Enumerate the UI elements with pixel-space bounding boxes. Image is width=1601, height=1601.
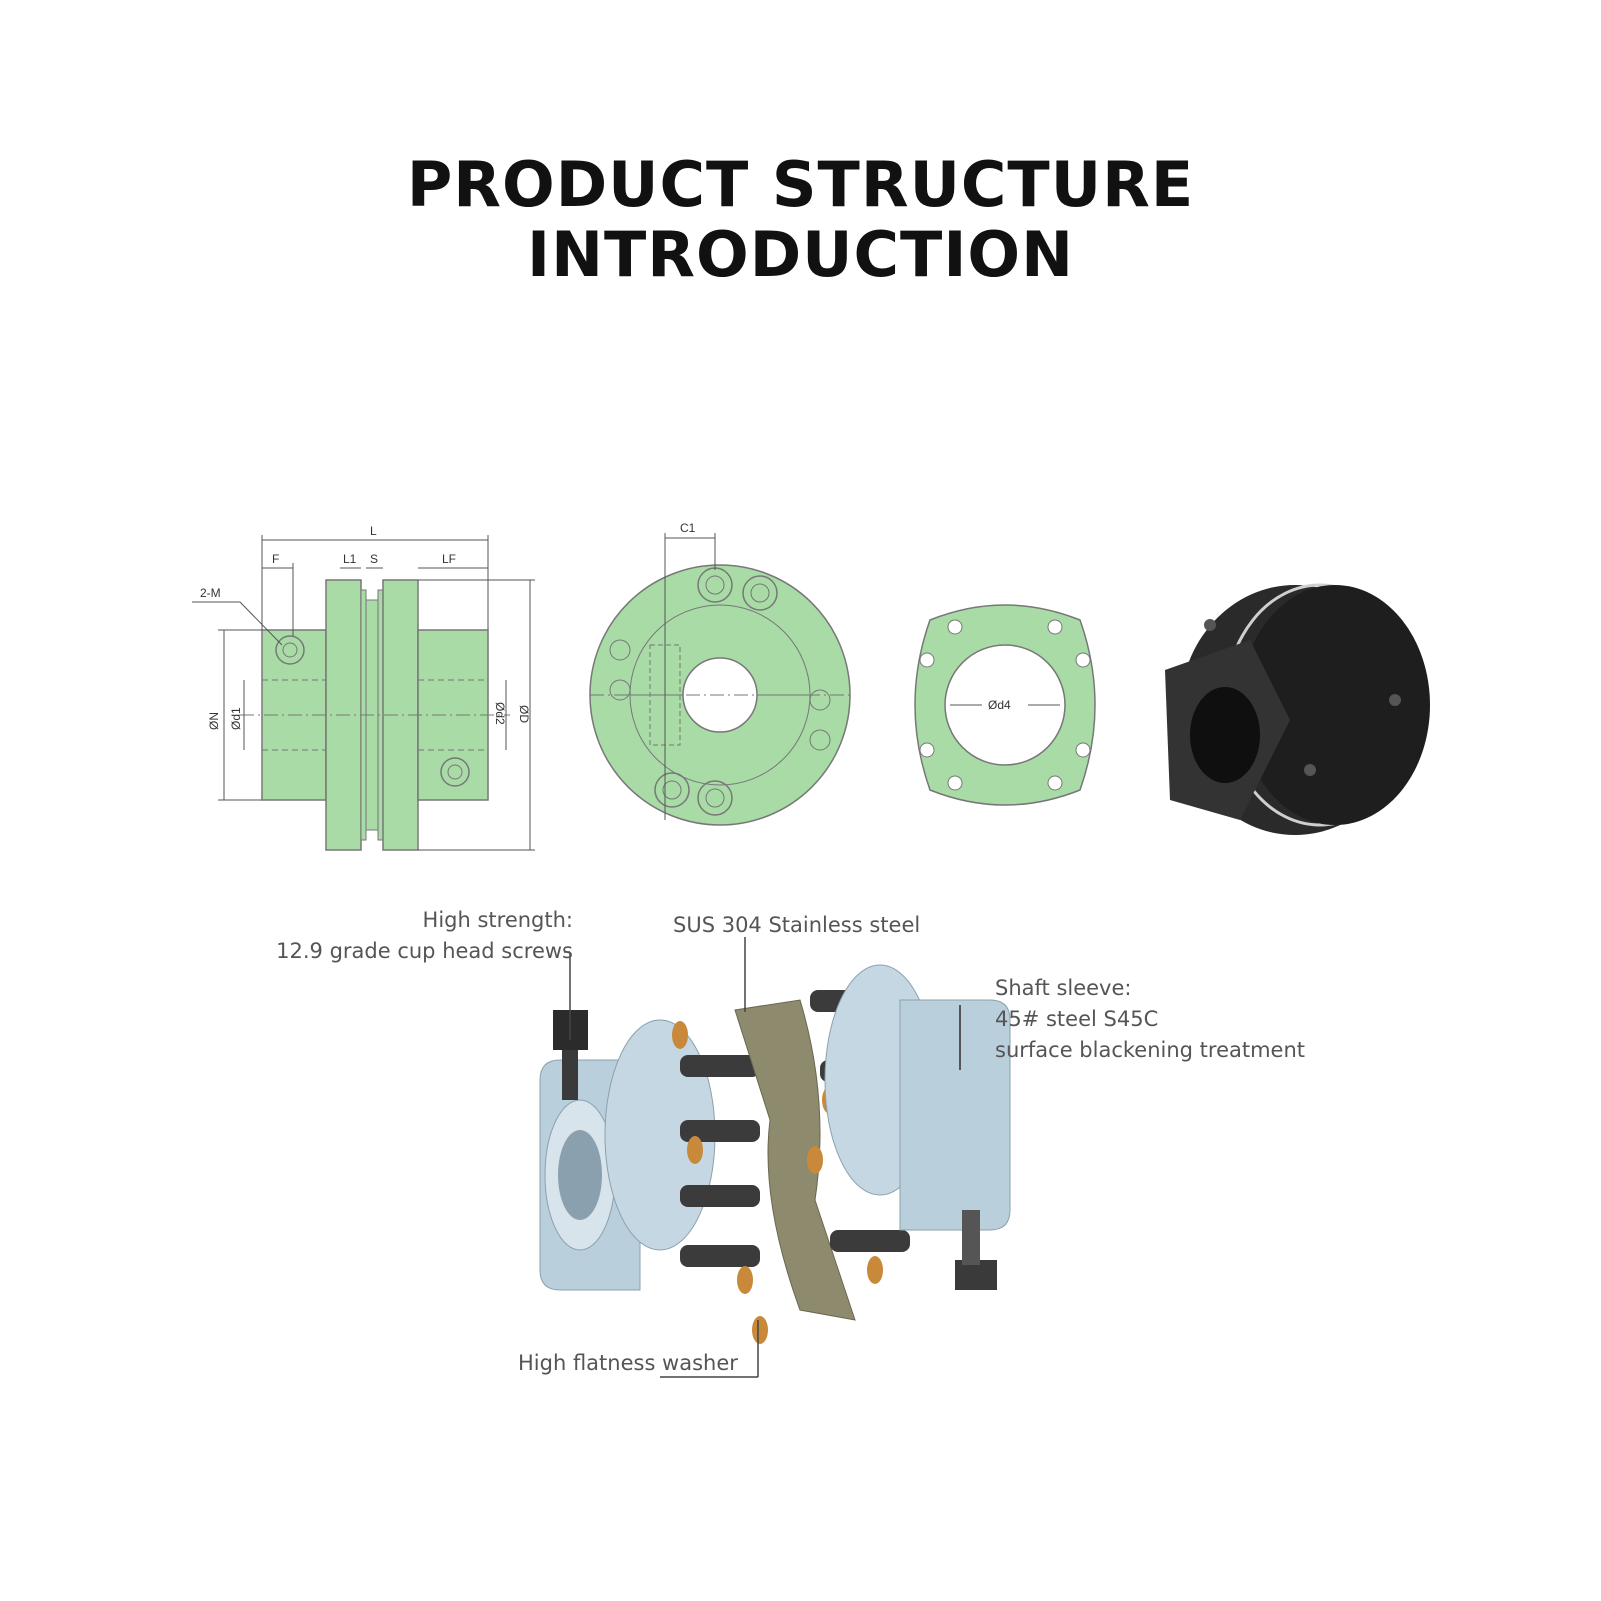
screw-icon [654,772,690,808]
black-coupling-render [1165,583,1430,835]
dim-L1: L1 [343,552,357,566]
hole-icon [809,729,831,751]
screw-icon [1304,764,1316,776]
hole-icon [1047,775,1063,791]
dim-LF: LF [442,552,456,566]
hole-icon [1075,652,1091,668]
screw-hex-icon [750,583,770,603]
washer-3d [737,1266,753,1294]
dim-d4: Ød4 [988,698,1011,712]
front-view-drawing: C1 [589,521,851,826]
dim-D: ØD [517,705,531,723]
screw-icon [697,780,733,816]
dim-C1: C1 [680,521,696,535]
hole-icon [1075,742,1091,758]
hole-icon [947,775,963,791]
callout-screws-line1: High strength: [423,908,573,932]
right-hub-3d [899,999,1011,1231]
washer-3d [807,1146,823,1174]
callout-steel: SUS 304 Stainless steel [673,913,920,937]
screw-icon [742,575,778,611]
coupling-bore [1190,687,1260,783]
dim-d1: Ød1 [229,707,243,730]
screw-hex-icon [705,788,725,808]
dim-L: L [370,524,377,538]
page-title: PRODUCT STRUCTURE INTRODUCTION [0,150,1601,290]
screw-hex-icon [282,642,298,658]
callout-sleeve-line1: Shaft sleeve: [995,976,1131,1000]
disc-plate-drawing: Ød4 [914,604,1096,806]
callout-screws-line2: 12.9 grade cup head screws [276,939,573,963]
screw-icon [1389,694,1401,706]
hole-icon [919,742,935,758]
washer-3d [752,1316,768,1344]
title-line-2: INTRODUCTION [527,218,1074,291]
washer-3d [672,1021,688,1049]
dim-F: F [272,552,279,566]
dim-d2: Ød2 [493,702,507,725]
title-line-1: PRODUCT STRUCTURE [406,148,1195,221]
hole-icon [919,652,935,668]
screw-icon [275,635,305,665]
right-hub [417,629,489,801]
hole-icon [609,679,631,701]
screw-hex-icon [662,780,682,800]
hole-icon [1047,619,1063,635]
hole-icon [947,619,963,635]
hole-icon [609,639,631,661]
callout-sleeve-line3: surface blackening treatment [995,1038,1305,1062]
dim-2M: 2-M [200,586,221,600]
screw-icon [1204,619,1216,631]
stainless-disc-3d [734,999,856,1321]
washer-3d [687,1136,703,1164]
washer-3d [867,1256,883,1284]
screw-hex-icon [447,764,463,780]
exploded-view [539,937,1011,1378]
screw-icon [440,757,470,787]
screw-hex-icon [705,575,725,595]
dim-S: S [370,552,378,566]
callout-washer: High flatness washer [518,1351,738,1375]
callout-sleeve-line2: 45# steel S45C [995,1007,1158,1031]
hole-icon [809,689,831,711]
dim-N: ØN [207,712,221,730]
side-view-drawing: L F L1 S LF 2-M ØN Ød1 Ød2 ØD [192,524,535,851]
